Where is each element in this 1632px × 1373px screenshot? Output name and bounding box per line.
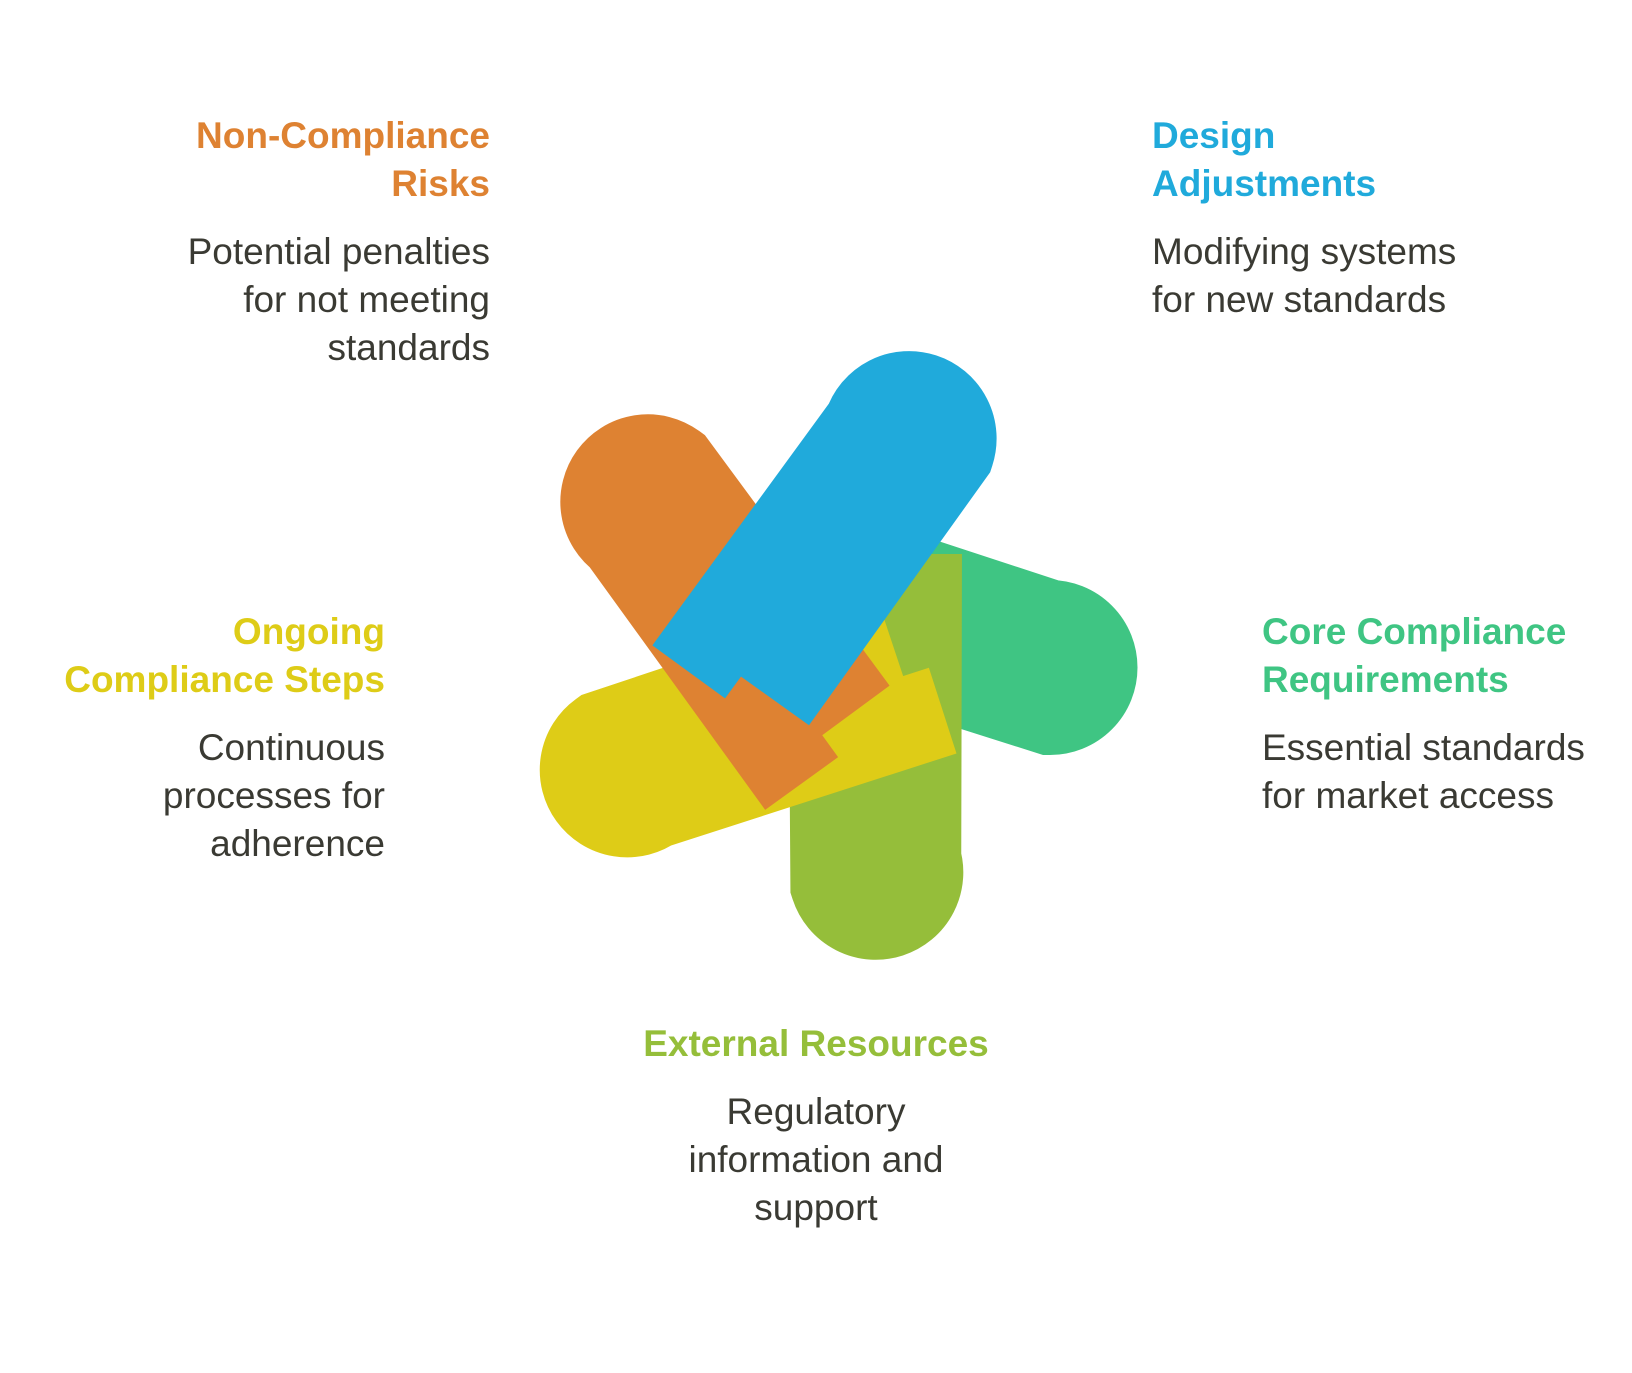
loop-noncompliance xyxy=(560,414,890,810)
desc-noncompliance-risks: Potential penalties for not meeting stan… xyxy=(187,231,490,368)
title-core-compliance-requirements: Core Compliance Requirements xyxy=(1262,611,1567,700)
loop-external xyxy=(788,553,964,960)
block-design-adjustments: Design Adjustments Modifying systems for… xyxy=(1152,112,1492,324)
loop-core xyxy=(745,487,1138,756)
loop-ongoing xyxy=(539,596,957,858)
block-external-resources: External Resources Regulatory informatio… xyxy=(636,1020,996,1232)
title-noncompliance-risks: Non-Compliance Risks xyxy=(196,115,490,204)
desc-ongoing-compliance-steps: Continuous processes for adherence xyxy=(162,727,385,864)
block-core-compliance-requirements: Core Compliance Requirements Essential s… xyxy=(1262,608,1612,820)
block-noncompliance-risks: Non-Compliance Risks Potential penalties… xyxy=(150,112,490,372)
desc-design-adjustments: Modifying systems for new standards xyxy=(1152,231,1457,320)
loop-design xyxy=(652,351,997,726)
title-external-resources: External Resources xyxy=(643,1023,989,1064)
interlocking-loops xyxy=(539,351,1138,960)
block-ongoing-compliance-steps: Ongoing Compliance Steps Continuous proc… xyxy=(40,608,385,868)
desc-external-resources: Regulatory information and support xyxy=(688,1091,944,1228)
desc-core-compliance-requirements: Essential standards for market access xyxy=(1262,727,1585,816)
title-design-adjustments: Design Adjustments xyxy=(1152,115,1377,204)
title-ongoing-compliance-steps: Ongoing Compliance Steps xyxy=(64,611,385,700)
